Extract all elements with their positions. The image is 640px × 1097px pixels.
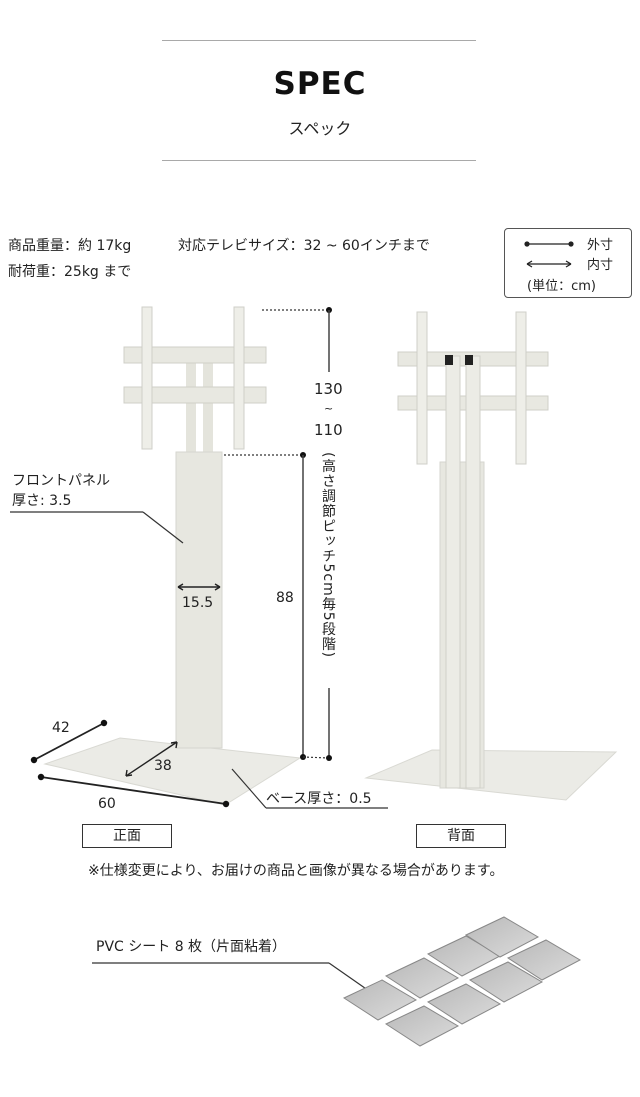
legend-inner-label: 内寸 (587, 258, 614, 273)
dimension-legend: 外寸 内寸 (単位：cm) (504, 228, 632, 298)
back-view-label: 背面 (416, 824, 506, 848)
spec-weight: 商品重量：約 17kg (8, 238, 132, 254)
base-depth-outer-label: 42 (52, 720, 70, 736)
panel-width-label: 15.5 (182, 595, 214, 611)
disclaimer-note: ※仕様変更により、お届けの商品と画像が異なる場合があります。 (88, 863, 504, 879)
panel-height-label: 88 (276, 590, 294, 606)
pvc-sheet-label: PVC シート 8 枚（片面粘着） (96, 939, 287, 955)
front-panel-thickness: 厚さ: 3.5 (12, 493, 72, 509)
header-rule-bottom (162, 160, 476, 161)
height-min-label: 110 (314, 421, 343, 439)
back-stand-image (364, 311, 618, 801)
front-view-label: 正面 (82, 824, 172, 848)
spec-tv-size: 対応テレビサイズ：32 ~ 60インチまで (178, 238, 430, 254)
header-rule-top (162, 40, 476, 41)
height-adjust-note: (高さ調節ピッチ5cm毎5段階) (320, 452, 336, 659)
legend-unit-label: (単位：cm) (527, 279, 596, 294)
page-title: SPEC (273, 66, 367, 102)
front-stand-image (43, 306, 302, 806)
pvc-pads-image (342, 916, 582, 1047)
legend-lines-icon (524, 241, 574, 268)
spec-load: 耐荷重：25kg まで (8, 264, 132, 280)
base-depth-inner-label: 38 (154, 758, 172, 774)
base-thickness-label: ベース厚さ：0.5 (266, 791, 372, 807)
base-width-label: 60 (98, 796, 116, 812)
legend-outer-label: 外寸 (587, 238, 614, 253)
page-subtitle: スペック (288, 119, 352, 138)
height-sep-label: ~ (324, 402, 334, 415)
front-panel-label: フロントパネル (12, 473, 110, 489)
height-max-label: 130 (314, 380, 343, 398)
